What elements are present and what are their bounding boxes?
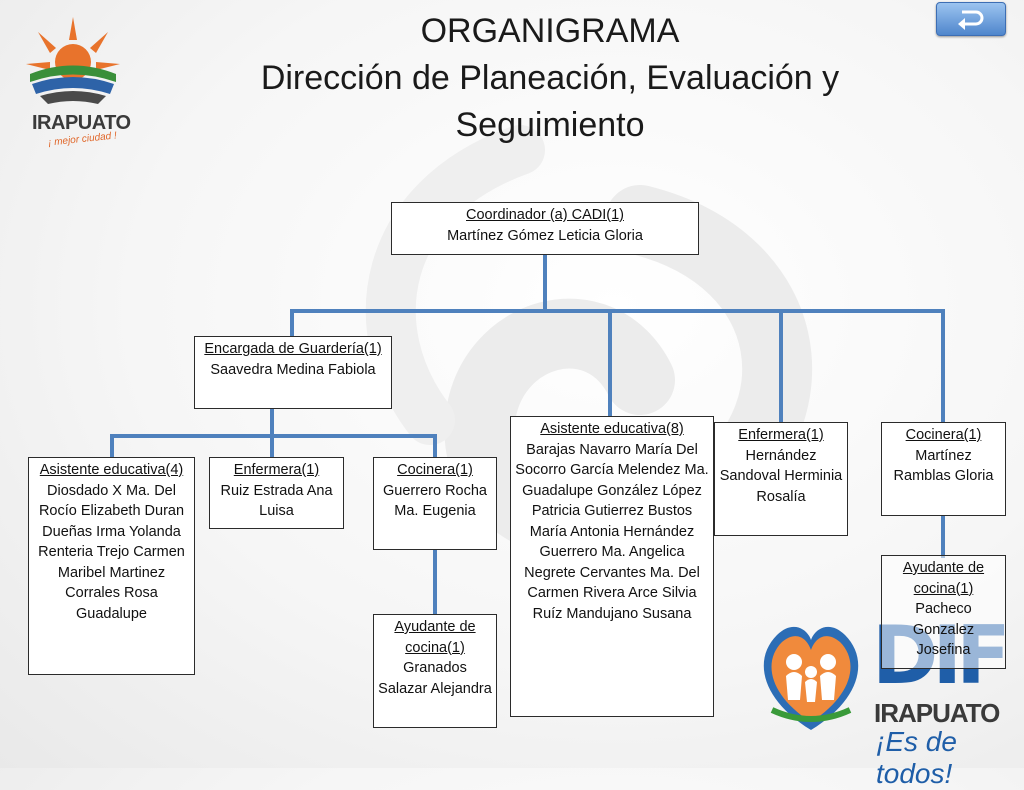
role-label: Ayudante de cocina(1) [902,560,985,597]
member-names: Ruiz Estrada Ana Luisa [220,482,333,520]
org-box-cocinera-a: Cocinera(1) Guerrero Rocha Ma. Eugenia [373,457,497,550]
org-box-asistente-educativa-8: Asistente educativa(8) Barajas Navarro M… [510,416,714,717]
role-label: Ayudante de cocina(1) [394,619,476,656]
org-box-enfermera-b: Enfermera(1) Hernández Sandoval Herminia… [714,422,848,536]
title-line-3: Seguimiento [455,106,645,144]
member-names: Granados Salazar Alejandra [378,660,492,697]
member-names: Guerrero Rocha Ma. Eugenia [383,482,487,520]
irapuato-brand-text: IRAPUATO [32,112,131,134]
member-names: Hernández Sandoval Herminia Rosalía [719,447,843,505]
back-button[interactable] [936,2,1006,36]
family-heart-icon [763,626,859,730]
dif-slogan: ¡Es de todos! [876,726,957,789]
role-label: Asistente educativa(8) [540,421,684,437]
sun-emblem-icon [26,17,120,104]
irapuato-logo: IRAPUATO ¡ mejor ciudad ! [18,12,138,152]
org-box-ayudante-cocina-a: Ayudante de cocina(1) Granados Salazar A… [373,614,497,728]
role-label: Cocinera(1) [397,462,473,478]
org-box-cocinera-b: Cocinera(1) Martínez Ramblas Gloria [881,422,1006,516]
org-connectors [110,252,945,617]
org-box-enfermera-a: Enfermera(1) Ruiz Estrada Ana Luisa [209,457,344,529]
member-names: Pacheco Gonzalez Josefina [912,601,975,658]
title-line-1: ORGANIGRAMA [420,12,680,50]
return-arrow-icon [958,10,984,30]
role-label: Coordinador (a) CADI(1) [466,207,624,223]
role-label: Enfermera(1) [233,462,320,478]
role-label: Encargada de Guardería(1) [204,341,382,357]
member-names: Diosdado X Ma. Del Rocío Elizabeth Duran… [38,482,185,622]
role-label: Asistente educativa(4) [39,462,184,478]
title-line-2: Dirección de Planeación, Evaluación y [260,59,840,97]
page-title: ORGANIGRAMA Dirección de Planeación, Eva… [200,8,900,149]
role-label: Enfermera(1) [738,427,824,443]
org-box-guarderia: Encargada de Guardería(1) Saavedra Medin… [194,336,392,409]
org-box-ayudante-cocina-b: Ayudante de cocina(1) Pacheco Gonzalez J… [881,555,1006,669]
org-box-asistente-educativa-4: Asistente educativa(4) Diosdado X Ma. De… [28,457,195,675]
role-label: Cocinera(1) [905,427,982,443]
member-names: Martínez Gómez Leticia Gloria [447,227,643,244]
member-names: Barajas Navarro María Del Socorro García… [515,441,709,622]
dif-sub-text: IRAPUATO [874,698,1000,728]
org-box-coordinator: Coordinador (a) CADI(1) Martínez Gómez L… [391,202,699,255]
member-names: Martínez Ramblas Gloria [893,447,994,485]
member-names: Saavedra Medina Fabiola [210,361,376,378]
